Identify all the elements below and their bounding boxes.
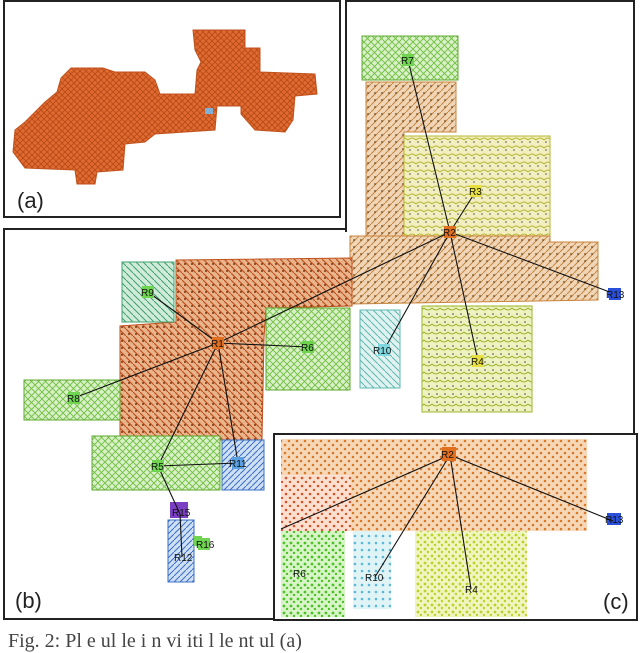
figure-caption: Fig. 2: Pl e ul le i n vi iti l le nt ul… xyxy=(8,630,302,652)
zoom-edges xyxy=(280,454,614,590)
panel-a-map xyxy=(12,29,318,185)
panel-a-label: (a) xyxy=(17,188,44,213)
zoom-label-r13: R13 xyxy=(605,515,624,526)
panel-b-upper xyxy=(345,0,635,232)
panel-c: R2 R6 R10 R4 R13 (c) xyxy=(273,433,638,621)
zoom-r13 xyxy=(607,513,621,525)
panel-a-pointcloud xyxy=(12,29,318,185)
zoom-r6 xyxy=(281,531,345,617)
zoom-label-r2: R2 xyxy=(441,450,454,461)
panel-a: (a) xyxy=(3,0,341,218)
zoom-r10 xyxy=(353,531,391,609)
zoom-label-r10: R10 xyxy=(365,573,384,584)
zoom-r4 xyxy=(415,531,527,617)
zoom-label-r6: R6 xyxy=(293,569,306,580)
zoom-label-r4: R4 xyxy=(465,585,478,596)
panel-b-label: (b) xyxy=(15,588,42,613)
panel-a-blue-spot xyxy=(205,108,213,114)
panel-c-map: R2 R6 R10 R4 R13 xyxy=(280,439,624,617)
panel-c-label: (c) xyxy=(603,589,629,614)
zoom-labels: R2 R6 R10 R4 R13 xyxy=(293,450,624,596)
zoom-r2-marker xyxy=(442,447,456,461)
